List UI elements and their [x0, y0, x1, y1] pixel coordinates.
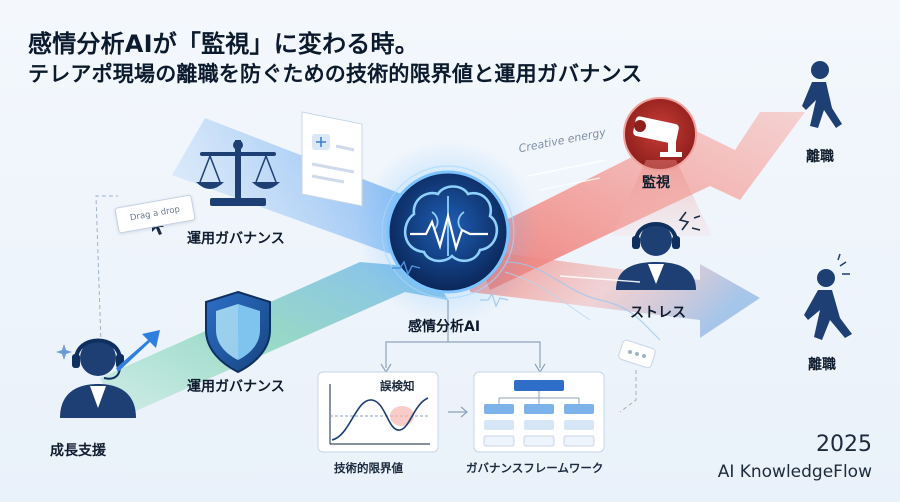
- leaving-person-bottom-icon: [804, 253, 852, 340]
- governance-top-label: 運用ガバナンス: [187, 231, 285, 247]
- growth-support-label: 成長支援: [50, 443, 106, 459]
- leaving-person-top-icon: [802, 61, 842, 128]
- leave-bottom-label: 離職: [808, 357, 836, 373]
- page-subtitle: テレアポ現場の離職を防ぐための技術的限界値と運用ガバナンス: [28, 62, 643, 86]
- ui-panel-icon: [301, 111, 363, 207]
- leave-top-label: 離職: [806, 149, 834, 165]
- tech-limit-chart: [317, 371, 439, 453]
- monitor-label: 監視: [642, 175, 670, 191]
- stress-label: ストレス: [630, 305, 686, 321]
- scales-icon: [196, 140, 280, 206]
- growth-arrow-icon: [116, 330, 160, 372]
- year-label: 2025: [816, 432, 872, 457]
- stressed-operator-icon: [616, 211, 701, 290]
- tech-limit-label: 技術的限界値: [334, 461, 403, 475]
- brain-icon: [381, 165, 515, 299]
- false-detection-label: 誤検知: [380, 379, 415, 393]
- operator-left-icon: [56, 338, 136, 418]
- governance-mid-label: 運用ガバナンス: [187, 379, 285, 395]
- page-title: 感情分析AIが「監視」に変わる時。: [28, 30, 419, 58]
- governance-framework-diagram: [473, 371, 605, 453]
- camera-icon: [623, 97, 697, 171]
- center-ai-label: 感情分析AI: [408, 319, 481, 335]
- ribbon-stress-path: [465, 248, 760, 338]
- ribbon-growth-support: [100, 262, 448, 418]
- shield-icon: [205, 290, 271, 374]
- brand-label: AI KnowledgeFlow: [717, 462, 872, 482]
- framework-label: ガバナンスフレームワーク: [466, 461, 604, 475]
